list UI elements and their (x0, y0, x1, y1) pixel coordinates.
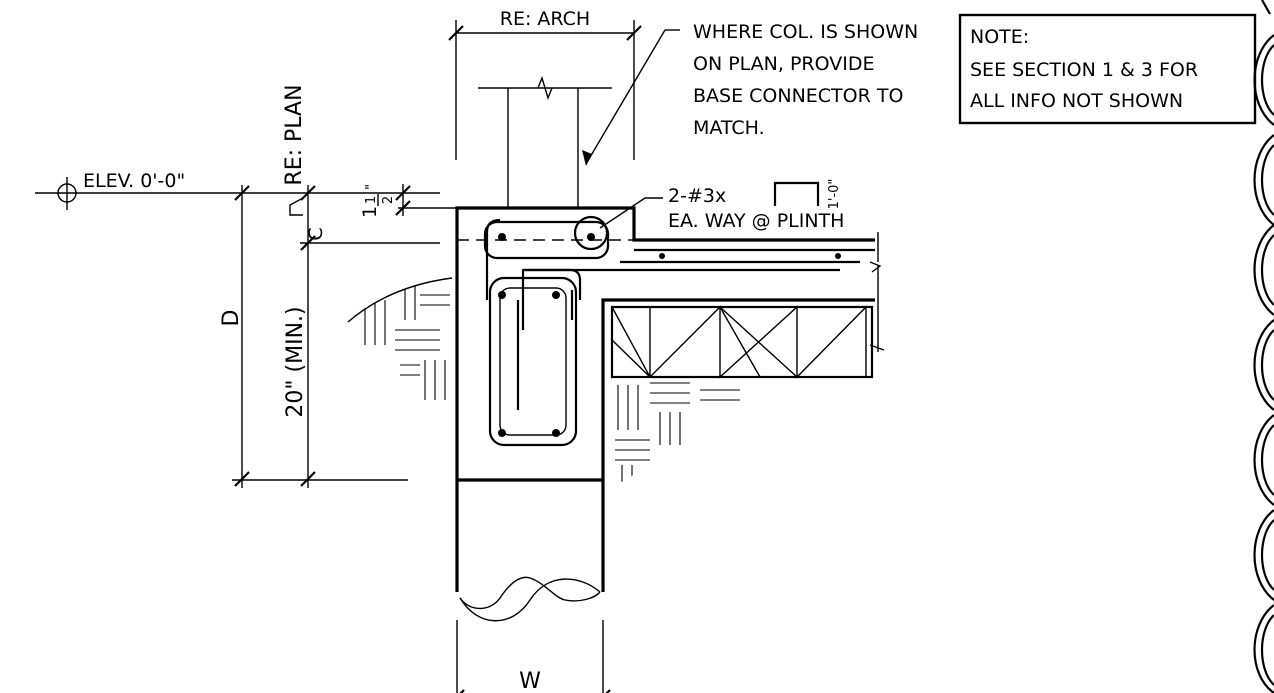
footing-outline (455, 206, 885, 622)
arch-dimension: RE: ARCH (448, 8, 642, 160)
soil-hatch-right (615, 382, 740, 492)
note-line-2: ALL INFO NOT SHOWN (970, 90, 1183, 112)
base-connector-callout: WHERE COL. IS SHOWN ON PLAN, PROVIDE BAS… (582, 21, 918, 166)
centerline-mark: C (305, 227, 327, 240)
width-label: W (519, 669, 541, 693)
column (478, 75, 612, 208)
callout-line-3: BASE CONNECTOR TO (693, 85, 903, 107)
note-title: NOTE: (970, 26, 1029, 48)
plinth-reinforcing (483, 215, 860, 447)
re-plan-label: RE: PLAN (282, 84, 307, 185)
callout-line-4: MATCH. (693, 117, 765, 139)
bar-callout-line-2: EA. WAY @ PLINTH (668, 210, 844, 232)
width-dimension: W (456, 620, 611, 693)
cover-denominator: 2 (381, 196, 396, 204)
min-depth-label: 20" (MIN.) (283, 306, 308, 417)
re-arch-label: RE: ARCH (500, 8, 590, 30)
cover-numerator: 1 (364, 196, 379, 204)
elevation-label: ELEV. 0'-0" (83, 170, 185, 192)
callout-line-1: WHERE COL. IS SHOWN (693, 21, 918, 43)
left-dimensions: D 20" (MIN.) RE: PLAN C 1 1 2 " (219, 84, 456, 488)
note-line-1: SEE SECTION 1 & 3 FOR (970, 59, 1198, 81)
bar-callout-length: 1'-0" (827, 179, 842, 210)
break-line-symbols (1253, 0, 1274, 693)
cover-whole: 1 (359, 206, 381, 218)
bar-callout-prefix: 2-#3x (668, 185, 726, 207)
elevation-marker: ELEV. 0'-0" (35, 170, 440, 210)
soil-hatch-left (347, 277, 453, 400)
bar-callout: 2-#3x 1'-0" EA. WAY @ PLINTH (599, 179, 844, 232)
cover-inch-mark: " (364, 184, 379, 190)
callout-line-2: ON PLAN, PROVIDE (693, 53, 875, 75)
joist-truss (610, 305, 874, 379)
note-box: NOTE: SEE SECTION 1 & 3 FOR ALL INFO NOT… (958, 13, 1257, 125)
depth-label: D (219, 310, 244, 327)
